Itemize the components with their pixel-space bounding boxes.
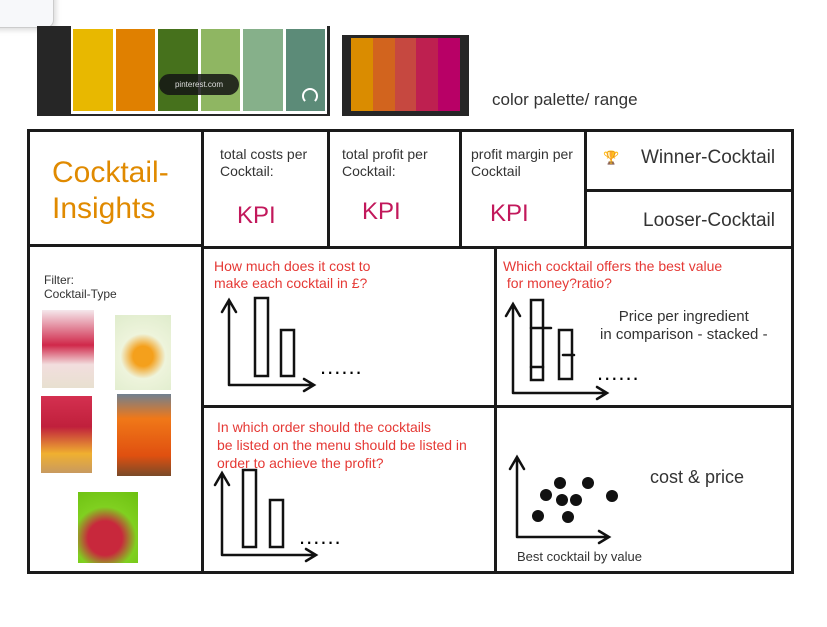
trophy-icon: 🏆 bbox=[603, 150, 620, 165]
scatter-point bbox=[540, 489, 552, 501]
scatter-sketch bbox=[508, 454, 612, 545]
bar-chart-sketch-order bbox=[213, 468, 319, 563]
scatter-point bbox=[570, 494, 582, 506]
palette-image-green: pinterest.com bbox=[37, 26, 330, 116]
ellipsis-more: ...... bbox=[597, 360, 640, 385]
browser-card-corner bbox=[0, 0, 54, 28]
stacked-chart-note: Price per ingredient in comparison - sta… bbox=[600, 308, 768, 343]
color-swatch bbox=[243, 29, 283, 111]
scatter-point bbox=[554, 477, 566, 489]
color-swatch bbox=[200, 29, 240, 111]
stacked-bar-sketch-value bbox=[504, 298, 610, 401]
dashboard-title: Cocktail- Insights bbox=[52, 156, 169, 225]
color-swatch bbox=[438, 38, 460, 111]
color-swatch bbox=[158, 29, 198, 111]
color-swatch bbox=[394, 38, 417, 111]
filter-type[interactable]: Cocktail-Type bbox=[44, 287, 117, 301]
kpi-value-margin: KPI bbox=[490, 200, 529, 227]
kpi-value-profit: KPI bbox=[362, 198, 401, 225]
looser-cocktail-label: Looser-Cocktail bbox=[643, 210, 775, 231]
cocktail-image-orange[interactable] bbox=[115, 315, 171, 390]
ellipsis-more: ...... bbox=[299, 524, 342, 549]
color-swatch bbox=[351, 38, 373, 111]
scatter-caption: Best cocktail by value bbox=[517, 549, 643, 564]
scatter-point bbox=[562, 511, 574, 523]
scatter-point bbox=[556, 494, 568, 506]
winner-cocktail-label: Winner-Cocktail bbox=[641, 147, 776, 168]
cocktail-image-raspberry[interactable] bbox=[42, 310, 94, 388]
kpi-label-margin: profit margin per Cocktail bbox=[471, 146, 573, 179]
scatter-point bbox=[606, 490, 618, 502]
scatter-point bbox=[582, 477, 594, 489]
ellipsis-more: ...... bbox=[320, 354, 363, 379]
kpi-label-costs: total costs per Cocktail: bbox=[220, 146, 308, 179]
scatter-note: cost & price bbox=[650, 467, 745, 487]
bar-chart-sketch-cost bbox=[220, 296, 317, 393]
scatter-point bbox=[532, 510, 544, 522]
kpi-label-profit: total profit per Cocktail: bbox=[342, 146, 428, 179]
color-swatch bbox=[73, 29, 113, 111]
cocktail-image-watermelon[interactable] bbox=[78, 492, 138, 563]
scatter-points bbox=[532, 477, 618, 523]
cocktail-image-sunrise[interactable] bbox=[117, 394, 171, 476]
palette-image-warm bbox=[342, 35, 469, 116]
palette-label: color palette/ range bbox=[492, 90, 638, 109]
cocktail-image-layered[interactable] bbox=[41, 396, 92, 473]
color-swatch bbox=[115, 29, 155, 111]
kpi-value-costs: KPI bbox=[237, 202, 276, 229]
filter-label: Filter: bbox=[44, 273, 74, 287]
color-swatch bbox=[416, 38, 439, 111]
question-best-value: Which cocktail offers the best value for… bbox=[503, 258, 723, 291]
loading-spinner-icon bbox=[302, 88, 318, 104]
pinterest-badge[interactable]: pinterest.com bbox=[159, 74, 239, 95]
question-cost-per-cocktail: How much does it cost to make each cockt… bbox=[214, 258, 371, 291]
question-menu-order: In which order should the cocktails be l… bbox=[217, 419, 467, 471]
color-swatch bbox=[372, 38, 395, 111]
